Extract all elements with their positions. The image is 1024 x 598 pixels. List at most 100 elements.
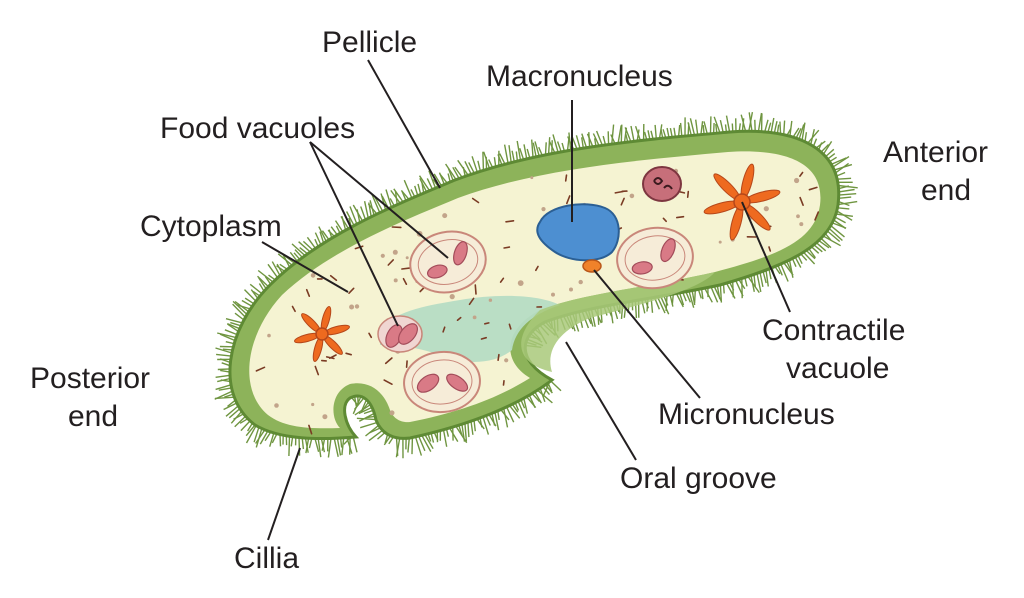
cilium	[314, 438, 320, 452]
granule	[345, 352, 353, 356]
cilium	[255, 429, 266, 444]
cilium	[454, 166, 463, 178]
cilium	[457, 159, 469, 176]
granule	[768, 246, 772, 252]
cilium	[531, 139, 534, 158]
cilium	[693, 289, 696, 304]
cilium	[345, 211, 355, 226]
cilium	[689, 118, 696, 136]
cilium	[610, 134, 616, 144]
cilium	[363, 201, 369, 219]
cilium	[826, 230, 841, 243]
cilium	[485, 415, 491, 426]
cilium	[838, 185, 850, 190]
cilium	[301, 437, 305, 450]
cilium	[277, 253, 293, 266]
cilium	[783, 262, 794, 276]
cilium	[341, 437, 345, 456]
cilium	[815, 242, 827, 252]
granule	[442, 213, 448, 219]
granule	[442, 326, 446, 333]
micronucleus	[582, 259, 602, 273]
macronucleus	[536, 203, 620, 262]
cilium	[685, 291, 692, 303]
cilium	[352, 204, 364, 222]
granule	[508, 323, 512, 330]
cilium	[825, 148, 835, 158]
cilium	[663, 295, 669, 306]
cilium	[380, 193, 387, 211]
cilium	[798, 124, 805, 140]
cilium	[291, 243, 306, 257]
cilium	[682, 292, 687, 302]
cilium	[552, 134, 559, 153]
contractile-vacuole	[703, 163, 781, 241]
cilium	[838, 196, 852, 199]
cilium	[358, 406, 373, 415]
cilium	[385, 189, 393, 208]
granule	[354, 245, 364, 250]
cilium	[830, 225, 845, 238]
granule	[620, 197, 625, 206]
cilium	[224, 329, 238, 336]
cilium	[837, 200, 858, 206]
cilium	[822, 235, 841, 247]
cilium	[319, 231, 325, 244]
cilium	[835, 213, 853, 217]
cilium	[227, 322, 240, 330]
cilium	[230, 321, 242, 327]
cilium	[611, 124, 615, 145]
granule	[763, 206, 769, 212]
cilium	[537, 389, 553, 404]
cilium	[290, 436, 294, 447]
cilium	[482, 151, 485, 171]
cilium	[271, 261, 281, 276]
cilium	[722, 283, 725, 294]
granule	[488, 298, 493, 302]
granule	[517, 280, 524, 286]
cilium	[662, 129, 667, 139]
cilium	[228, 408, 241, 419]
cilium	[218, 387, 232, 391]
cilium	[804, 132, 808, 142]
cilium	[542, 386, 551, 396]
cilium	[340, 216, 349, 229]
cilium	[548, 140, 556, 154]
cilium	[805, 249, 816, 260]
cilium	[390, 189, 401, 204]
cilium	[832, 156, 850, 168]
cilium	[336, 438, 342, 456]
cilium	[477, 160, 482, 172]
cilium	[320, 438, 326, 453]
cilium	[837, 177, 852, 180]
cilium	[276, 265, 286, 272]
cilium	[500, 409, 510, 421]
cilium	[258, 277, 267, 290]
cilium	[834, 162, 850, 174]
cilium	[807, 129, 820, 144]
food-vacuole	[616, 226, 694, 290]
leader-food-vacuoles-a	[309, 141, 449, 259]
cilium	[468, 162, 475, 174]
cilium	[217, 332, 237, 339]
label-cytoplasm: Cytoplasm	[140, 210, 282, 243]
cilium	[836, 171, 846, 177]
label-vacuole: vacuole	[786, 352, 889, 385]
cilium	[634, 125, 642, 141]
granule	[308, 424, 313, 435]
granule	[480, 336, 488, 340]
cilium	[728, 281, 735, 291]
cilium	[232, 303, 246, 318]
cilium	[298, 437, 301, 456]
granule	[541, 207, 546, 212]
cilium	[658, 124, 663, 139]
cilium	[544, 384, 553, 394]
cilium	[227, 323, 239, 333]
cilium	[741, 118, 745, 132]
cilium	[838, 188, 855, 193]
granule	[387, 259, 395, 266]
cilium	[756, 273, 762, 293]
cilium	[352, 396, 362, 415]
cilium	[744, 277, 748, 287]
